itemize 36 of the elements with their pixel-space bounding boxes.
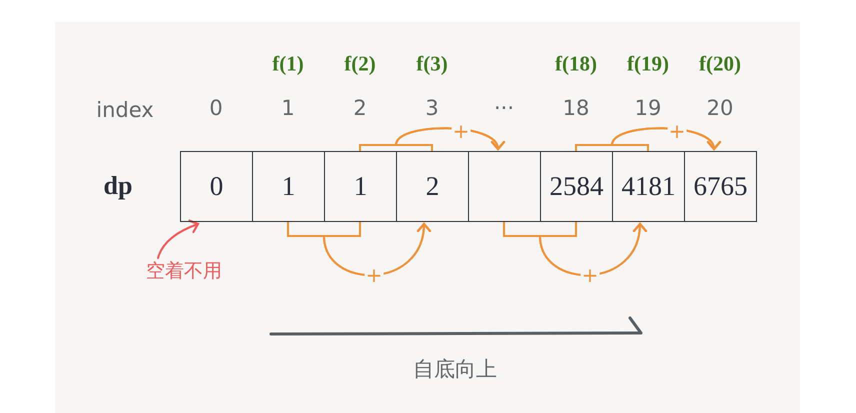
function-label: f(20) (699, 52, 741, 76)
direction-label: 自底向上 (413, 356, 497, 383)
array-cell (684, 151, 757, 222)
index-number: 2 (353, 96, 367, 120)
function-label: f(1) (272, 52, 304, 76)
cell-value: 4181 (622, 171, 676, 202)
array-cell (468, 151, 541, 222)
bracket-arrow (395, 127, 503, 152)
function-label: f(3) (416, 52, 448, 76)
array-cell (252, 151, 325, 222)
note-text: 空着不用 (146, 258, 222, 284)
index-number: ··· (494, 96, 514, 120)
row-label: dp (104, 171, 132, 201)
cell-value: 6765 (694, 171, 748, 202)
row-label: index (96, 98, 154, 122)
index-number: 18 (562, 96, 590, 120)
index-number: 0 (209, 96, 223, 120)
array-cell (180, 151, 253, 222)
array-cell (324, 151, 397, 222)
array-cell (540, 151, 613, 222)
function-label: f(18) (555, 52, 597, 76)
bracket-arrow (611, 127, 719, 152)
index-number: 19 (634, 96, 662, 120)
cell-value: 1 (282, 171, 296, 202)
array-cell (612, 151, 685, 222)
leader-arrow (157, 220, 200, 259)
index-number: 1 (281, 96, 295, 120)
index-number: 3 (425, 96, 439, 120)
cell-value: 0 (210, 171, 224, 202)
function-label: f(2) (344, 52, 376, 76)
function-label: f(19) (627, 52, 669, 76)
index-number: 20 (706, 96, 734, 120)
array-cell (396, 151, 469, 222)
cell-value: 1 (354, 171, 368, 202)
cell-value: 2 (426, 171, 440, 202)
cell-value: 2584 (550, 171, 604, 202)
